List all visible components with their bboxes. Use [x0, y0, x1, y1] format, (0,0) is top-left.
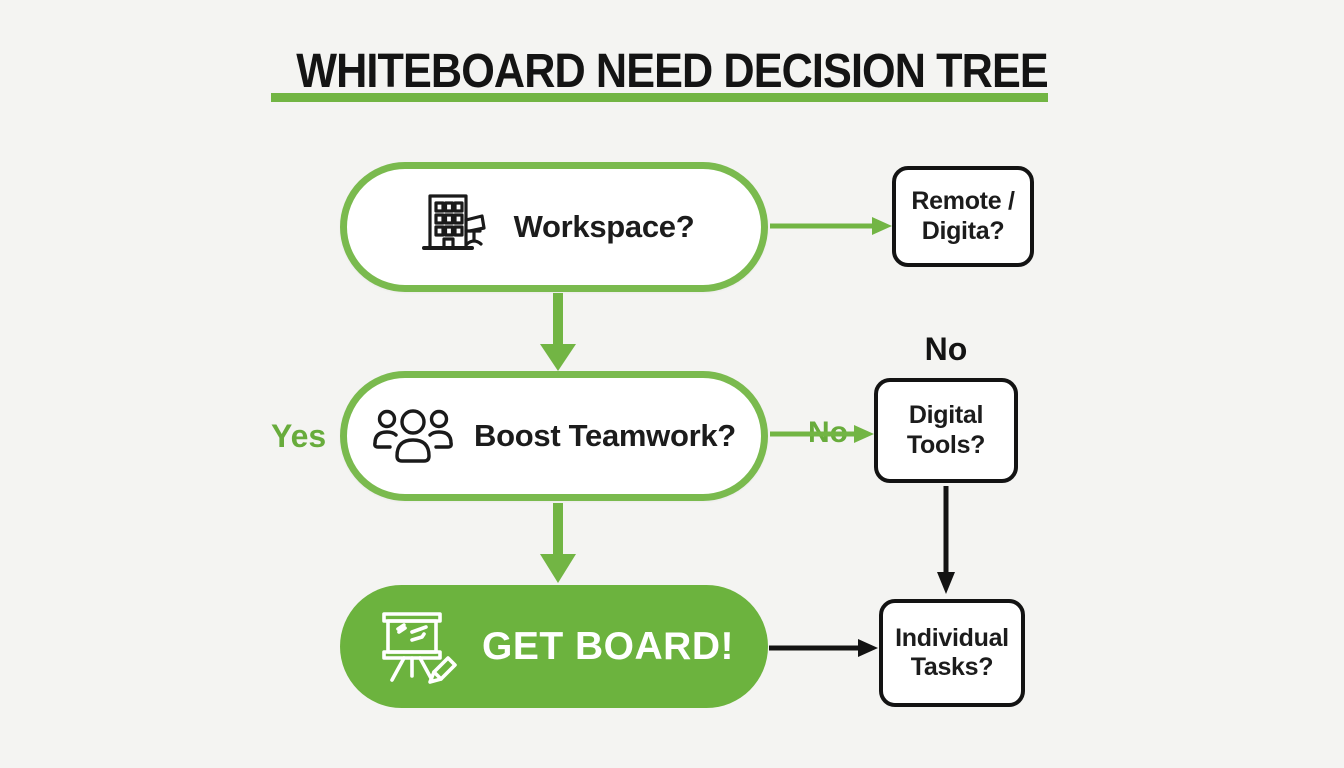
branch-label-no-above-digital: No — [924, 331, 968, 367]
arrow-workspace-to-boost — [540, 293, 576, 371]
node-individual-line2: Tasks? — [910, 653, 994, 681]
node-remote-digital: Remote / Digita? — [892, 166, 1034, 267]
node-workspace-label: Workspace? — [513, 209, 695, 244]
node-digital-tools: Digital Tools? — [874, 378, 1018, 483]
node-get-board: GET BOARD! — [340, 585, 768, 708]
branch-label-no-on-arrow: No — [808, 416, 848, 449]
node-remote-line2: Digita? — [921, 216, 1005, 245]
arrow-digital-to-individual — [937, 486, 955, 594]
node-get-board-label: GET BOARD! — [482, 624, 734, 668]
arrow-getboard-to-individual — [769, 639, 878, 657]
office-building-chair-icon — [414, 188, 494, 266]
node-digital-line1: Digital — [908, 401, 984, 429]
team-people-icon — [372, 406, 454, 466]
branch-label-yes: Yes — [271, 418, 327, 454]
node-remote-line1: Remote / — [911, 187, 1015, 215]
page-title: WHITEBOARD NEED DECISION TREE — [296, 45, 1048, 98]
whiteboard-easel-icon — [374, 604, 460, 690]
node-individual-line1: Individual — [895, 623, 1009, 652]
node-boost-teamwork: Boost Teamwork? — [340, 371, 768, 501]
node-individual-tasks: Individual Tasks? — [879, 599, 1025, 707]
title-underline — [271, 93, 1048, 102]
node-digital-line2: Tools? — [906, 430, 986, 459]
arrow-workspace-to-remote — [770, 217, 892, 235]
node-boost-teamwork-label: Boost Teamwork? — [474, 418, 736, 453]
node-workspace: Workspace? — [340, 162, 768, 292]
arrow-boost-to-getboard — [540, 503, 576, 583]
